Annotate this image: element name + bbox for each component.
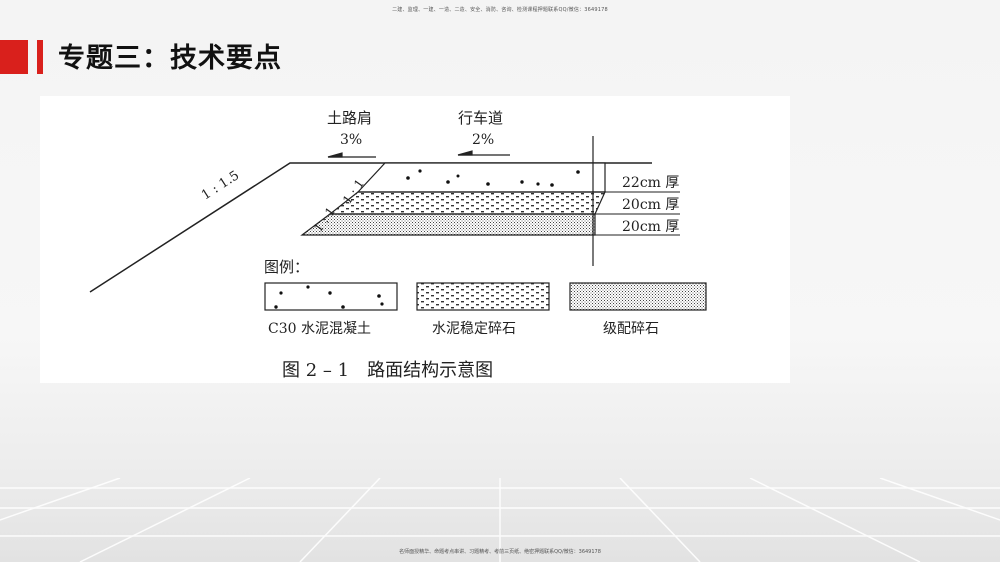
slide-title: 专题三：技术要点 [58,43,282,74]
embankment-outline [89,162,385,293]
carriageway-label: 行车道 [458,109,503,127]
title-accent-stripe [37,40,43,74]
legend-label-concrete: C30 水泥混凝土 [268,321,371,337]
shoulder-grade: 3% [340,132,362,148]
concrete-aggregate-dots [406,169,580,187]
figure-caption: 图 2 – 1 路面结构示意图 [282,360,493,381]
concrete-layer [356,162,606,193]
header-note: 二建、监理、一建、一造、二造、安全、消防、咨询、检测课程押题联系QQ/微信：36… [392,7,608,13]
footer-note: 名师面授精华、命题考点串讲、习题精考、考前三页纸、绝密押题联系QQ/微信：364… [399,549,601,555]
cement-stabilized-layer [328,191,606,215]
legend-title: 图例： [264,258,309,276]
legend-label-graded-stone: 级配碎石 [603,321,659,337]
layer-3-thickness: 20cm 厚 [622,219,679,235]
layer-1-thickness: 22cm 厚 [622,175,679,191]
figure-panel: 土路肩 3% 行车道 2% 1 : 1.5 1 : 1 1 : 1 22cm 厚… [40,96,790,383]
carriageway-grade: 2% [472,132,494,148]
pavement-structure-diagram: 土路肩 3% 行车道 2% 1 : 1.5 1 : 1 1 : 1 22cm 厚… [89,109,707,381]
shoulder-grade-arrow [327,152,376,158]
legend-concrete-dots [274,285,384,309]
layer-2-thickness: 20cm 厚 [622,197,679,213]
thickness-leader-lines [595,191,680,236]
legend-swatch-concrete [264,282,398,311]
legend-swatch-cement-stabilized [416,282,550,311]
legend-label-cement-stabilized: 水泥稳定碎石 [432,321,516,337]
carriageway-grade-arrow [457,150,510,156]
graded-stone-layer [300,213,596,236]
floor-perspective-grid [0,478,1000,562]
legend-swatch-graded-stone [569,282,707,311]
shoulder-label: 土路肩 [327,109,372,127]
title-accent-bar [0,40,28,74]
